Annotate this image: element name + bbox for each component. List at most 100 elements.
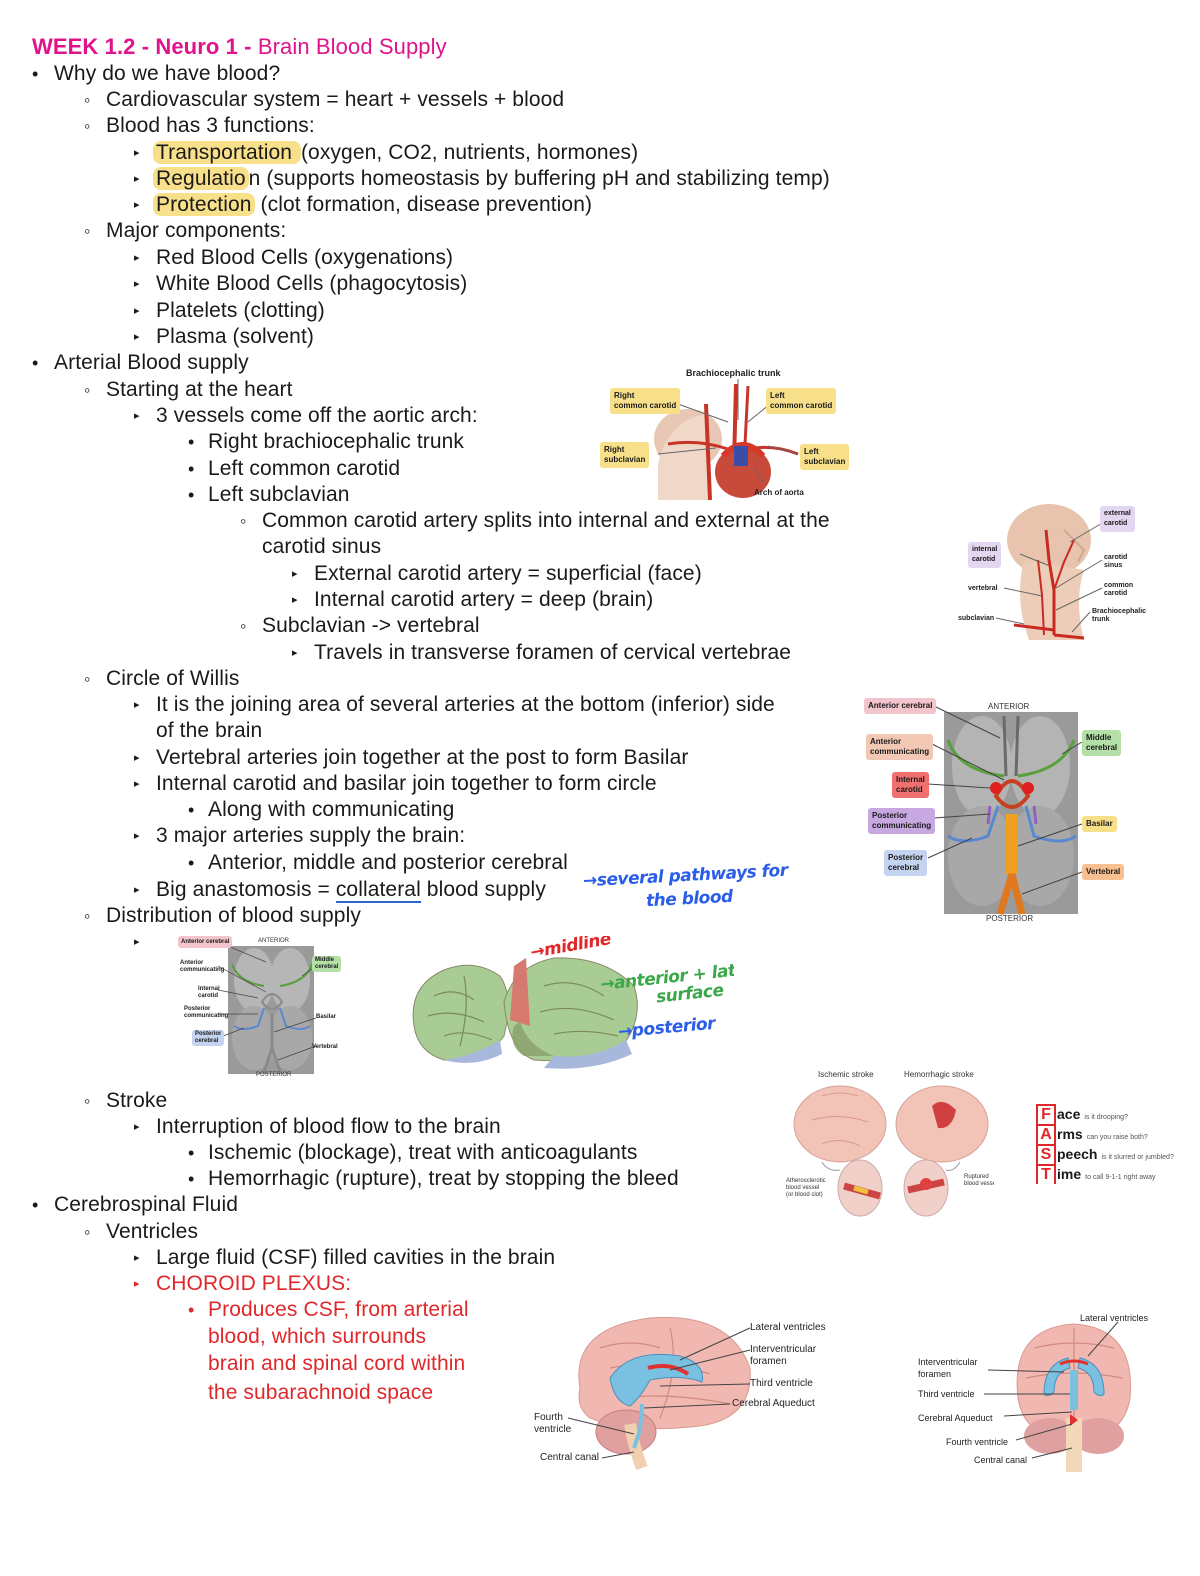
- label-left-subclavian: Left subclavian: [800, 444, 850, 470]
- title-topic: Brain Blood Supply: [257, 34, 447, 59]
- fast-letter: F: [1036, 1104, 1056, 1126]
- outline-line: Cardiovascular system = heart + vessels …: [106, 88, 565, 111]
- fast-letter: A: [1036, 1124, 1056, 1146]
- circle-of-willis-small-illustration: [217, 941, 317, 1074]
- bullet: •: [188, 1169, 195, 1189]
- label-atherosclerotic-vessel: Atherosclerotic blood vessel (or blood c…: [786, 1178, 826, 1198]
- outline-line: Subclavian -> vertebral: [262, 614, 480, 637]
- bullet: ▸: [134, 147, 140, 159]
- label-arch-of-aorta: Arch of aorta: [754, 488, 804, 497]
- fast-word: rms: [1057, 1126, 1083, 1142]
- outline-text: blood supply: [420, 878, 546, 901]
- outline-line: Left common carotid: [208, 457, 401, 480]
- bullet: ▸: [134, 1252, 140, 1264]
- aortic-arch-figure: Brachiocephalic trunk Right common carot…: [598, 364, 860, 500]
- label-anterior: ANTERIOR: [988, 702, 1030, 711]
- bullet: ▸: [134, 830, 140, 842]
- bullet: ▸: [292, 647, 298, 659]
- fast-sub: can you raise both?: [1086, 1134, 1148, 1141]
- label-ruptured-vessel: Ruptured blood vessel: [964, 1174, 994, 1187]
- bullet: ◦: [84, 906, 91, 926]
- handwritten-note: →several pathways for: [582, 860, 789, 892]
- carotid-neck-figure: external carotid internal carotid caroti…: [954, 500, 1154, 640]
- outline-line: Travels in transverse foramen of cervica…: [314, 641, 792, 664]
- fast-letter: S: [1036, 1144, 1056, 1166]
- outline-text: n (supports homeostasis by buffering pH …: [248, 167, 830, 190]
- bullet: ▸: [134, 1121, 140, 1133]
- outline-line: Ventricles: [106, 1220, 199, 1243]
- underlined-word: collateral: [335, 878, 421, 903]
- ventricles-lateral-illustration: [567, 1316, 751, 1471]
- outline-line: Blood has 3 functions:: [106, 114, 315, 137]
- label-third-ventricle: Third ventricle: [918, 1389, 975, 1399]
- outline-line: External carotid artery = superficial (f…: [314, 562, 702, 585]
- label-vertebral: vertebral: [968, 585, 998, 592]
- label-right-subclavian: Right subclavian: [600, 442, 650, 468]
- outline-line: Stroke: [106, 1089, 168, 1112]
- outline-line: 3 vessels come off the aortic arch:: [156, 404, 478, 427]
- label-basilar: Basilar: [1082, 816, 1117, 832]
- outline-line: Big anastomosis = collateral blood suppl…: [156, 877, 546, 903]
- stroke-types-figure: Ischemic stroke Hemorrhagic stroke Ather…: [782, 1066, 994, 1222]
- outline-text: (clot formation, disease prevention): [254, 193, 593, 216]
- bullet: ◦: [84, 90, 91, 110]
- bullet: ▸: [134, 410, 140, 422]
- outline-line: Hemorrhagic (rupture), treat by stopping…: [208, 1167, 679, 1190]
- label-posterior: POSTERIOR: [986, 914, 1034, 923]
- outline-line: Major components:: [106, 219, 287, 242]
- label-third-ventricle: Third ventricle: [750, 1378, 813, 1389]
- outline-line: Produces CSF, from arterial: [208, 1298, 469, 1321]
- label-anterior: ANTERIOR: [258, 938, 290, 944]
- outline-line: Arterial Blood supply: [54, 351, 249, 374]
- bullet: ▸: [292, 594, 298, 606]
- outline-line: the subarachnoid space: [208, 1381, 434, 1404]
- outline-line: 3 major arteries supply the brain:: [156, 824, 466, 847]
- label-anterior-cerebral: Anterior cerebral: [864, 698, 937, 714]
- bullet: •: [32, 64, 39, 84]
- label-ischemic-stroke: Ischemic stroke: [818, 1070, 874, 1079]
- bullet: •: [32, 353, 39, 373]
- bullet: •: [188, 459, 195, 479]
- circle-of-willis-illustration: [927, 705, 1083, 916]
- fast-letter: T: [1036, 1164, 1056, 1184]
- outline-text: Big anastomosis =: [156, 878, 336, 901]
- bullet: ▸: [134, 752, 140, 764]
- page-title: WEEK 1.2 - Neuro 1 - Brain Blood Supply: [32, 34, 447, 60]
- bullet: ▸: [134, 173, 140, 185]
- highlight: Transportation: [153, 141, 301, 164]
- bullet: ◦: [84, 1091, 91, 1111]
- outline-line: White Blood Cells (phagocytosis): [156, 272, 468, 295]
- fast-word: peech: [1057, 1146, 1098, 1162]
- fast-sub: is it slurred or jumbled?: [1101, 1154, 1174, 1161]
- label-external-carotid: external carotid: [1100, 506, 1135, 532]
- outline-line: Starting at the heart: [106, 378, 293, 401]
- fast-sub: to call 9-1-1 right away: [1085, 1174, 1156, 1181]
- label-posterior-communicating: Posterior communicating: [868, 808, 936, 834]
- label-middle-cerebral: Middle cerebral: [312, 956, 342, 972]
- label-lateral-ventricles: Lateral ventricles: [1080, 1313, 1149, 1323]
- bullet: ▸: [134, 699, 140, 711]
- outline-line: brain and spinal cord within: [208, 1352, 466, 1375]
- label-central-canal: Central canal: [540, 1452, 599, 1463]
- handwritten-note: the blood: [645, 886, 734, 912]
- bullet: ▸: [134, 252, 140, 264]
- label-posterior: POSTERIOR: [256, 1072, 292, 1078]
- bullet: ▸: [134, 778, 140, 790]
- label-basilar: Basilar: [316, 1014, 337, 1020]
- bullet: ◦: [84, 116, 91, 136]
- bullet: ▸: [134, 936, 140, 948]
- outline-line: Platelets (clotting): [156, 299, 325, 322]
- cerebral-territories-figure: →midline →anterior + lateral surface →po…: [404, 936, 734, 1076]
- fast-sub: is it drooping?: [1084, 1114, 1128, 1121]
- outline-line: Left subclavian: [208, 483, 350, 506]
- title-week: WEEK 1.2 - Neuro 1 -: [32, 34, 258, 59]
- outline-line: CHOROID PLEXUS:: [156, 1272, 352, 1295]
- head-neck-illustration: [995, 504, 1105, 640]
- ventricles-lateral-figure: Lateral ventricles Interventricular fora…: [530, 1308, 860, 1472]
- outline-line: Along with communicating: [208, 798, 455, 821]
